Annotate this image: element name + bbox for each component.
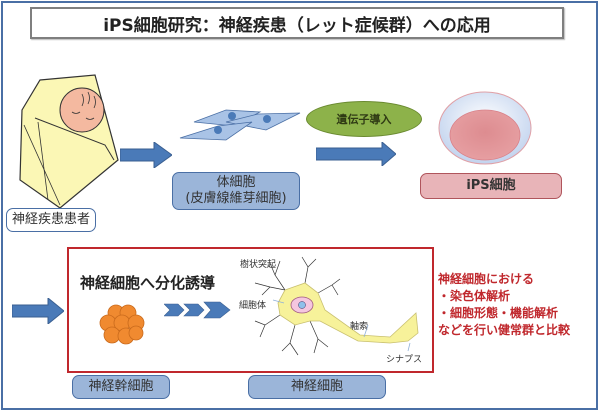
petri-dish-illustration — [438, 91, 532, 165]
ips-cell-label: iPS細胞 — [420, 173, 562, 199]
chevron-arrows-icon — [164, 301, 231, 319]
analysis-line: ・細胞形態・機能解析 — [438, 306, 559, 320]
page-title: iPS細胞研究：神経疾患（レット症候群）への応用 — [30, 7, 564, 39]
neural-stem-cell-cluster — [99, 304, 145, 345]
neuron-label: 神経細胞 — [248, 375, 386, 399]
analysis-text: 神経細胞における ・染色体解析 ・細胞形態・機能解析 などを行い健常群と比較 — [438, 271, 570, 339]
fibroblast-cells-illustration — [179, 109, 301, 141]
gene-transfer-oval: 遺伝子導入 — [306, 101, 422, 137]
cell-body-label: 細胞体 — [239, 301, 267, 311]
baby-patient-illustration — [19, 74, 119, 209]
somatic-cell-subtitle: (皮膚線維芽細胞) — [185, 191, 287, 206]
somatic-cell-label: 体細胞 (皮膚線維芽細胞) — [172, 172, 300, 210]
differentiation-frame — [67, 247, 434, 373]
somatic-cell-title: 体細胞 — [216, 175, 256, 190]
patient-label: 神経疾患患者 — [6, 208, 96, 232]
analysis-line: などを行い健常群と比較 — [438, 323, 571, 337]
neural-stem-cell-label: 神経幹細胞 — [72, 375, 170, 399]
arrow-right-icon — [316, 142, 396, 166]
neuron-illustration — [254, 256, 419, 356]
analysis-line: 神経細胞における — [438, 272, 535, 286]
arrow-right-icon — [12, 298, 64, 324]
analysis-line: ・染色体解析 — [438, 289, 511, 303]
arrow-right-icon — [120, 142, 172, 168]
synapse-label: シナプス — [386, 355, 423, 365]
differentiation-title: 神経細胞へ分化誘導 — [80, 274, 216, 292]
axon-label: 軸索 — [350, 322, 369, 332]
dendrite-label: 樹状突起 — [240, 260, 277, 270]
